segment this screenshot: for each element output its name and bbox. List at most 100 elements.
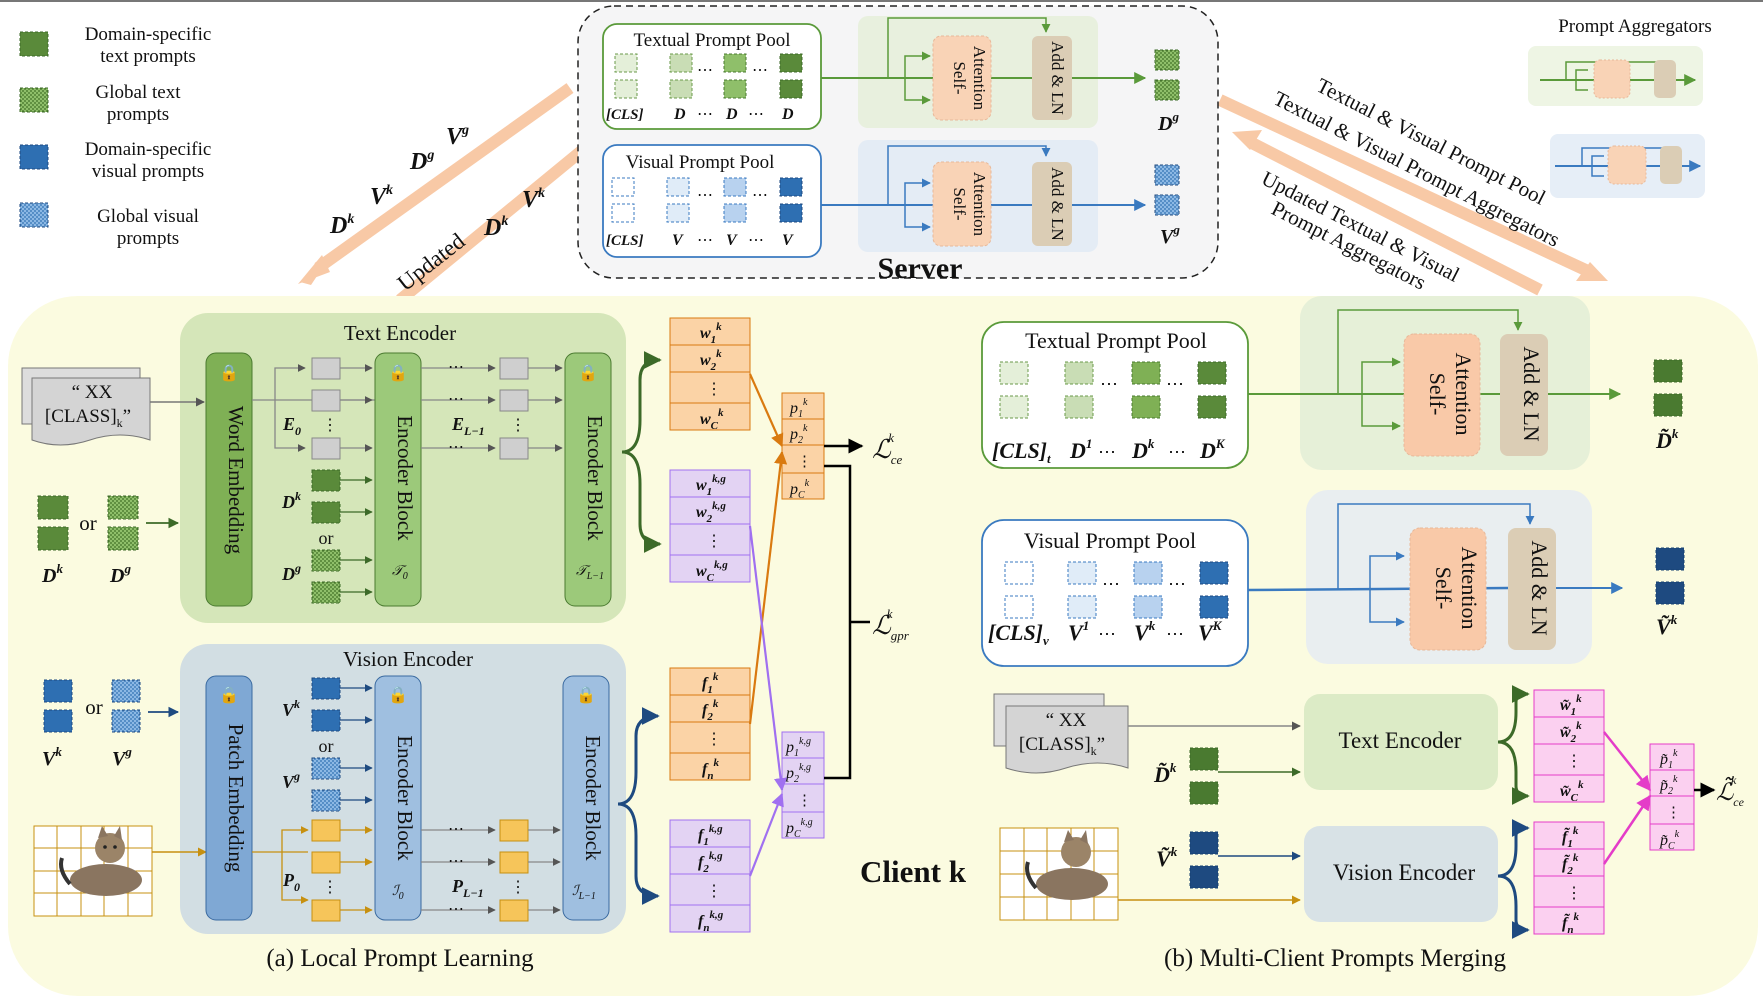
svg-text:⋯: ⋯: [448, 359, 464, 376]
svg-text:Visual Prompt Pool: Visual Prompt Pool: [1024, 528, 1196, 553]
server-panel: Textual Prompt Pool ⋯ ⋯ [CLS] D ⋯ D ⋯ D …: [577, 5, 1219, 285]
server-visual-add-ln: [1032, 162, 1072, 246]
svg-text:Encoder Block: Encoder Block: [393, 735, 417, 861]
legend-swatch-domain-visual: [19, 144, 49, 170]
legend-label: prompts: [107, 104, 169, 125]
svg-text:Attention: Attention: [1457, 546, 1482, 629]
svg-text:Patch Embedding: Patch Embedding: [224, 724, 248, 873]
svg-text:Attention: Attention: [1451, 352, 1476, 435]
svg-text:⋯: ⋯: [448, 821, 464, 838]
svg-text:p̃Ck: p̃Ck: [1659, 829, 1680, 852]
panel-b-caption: (b) Multi-Client Prompts Merging: [1164, 945, 1506, 972]
text-encoder-block-last: [564, 352, 612, 607]
svg-text:Self-: Self-: [950, 187, 969, 220]
svg-text:⋮: ⋮: [322, 879, 338, 896]
svg-text:Self-: Self-: [1425, 373, 1450, 416]
loss-ce: ℒcek: [872, 430, 903, 467]
svg-text:or: or: [319, 528, 334, 548]
svg-text:🔒: 🔒: [219, 364, 239, 382]
svg-text:⋯: ⋯: [697, 62, 713, 79]
server-global-visual-prompt: [1154, 194, 1180, 216]
client-visual-add-ln: [1508, 528, 1556, 650]
svg-text:🔒: 🔒: [388, 364, 408, 382]
svg-text:⋮: ⋮: [706, 533, 722, 550]
client-b-text-encoder: [1304, 694, 1498, 790]
loss-gpr: ℒgprk: [872, 606, 910, 643]
svg-text:⋯: ⋯: [1098, 442, 1116, 462]
svg-text:Attention: Attention: [970, 46, 989, 111]
svg-text:⋯: ⋯: [448, 901, 464, 918]
svg-text:⋮: ⋮: [706, 381, 722, 398]
svg-text:“ XX: “ XX: [1046, 710, 1087, 731]
image-features-global: f1k,g f2k,g ⋮ fnk,g: [669, 819, 751, 934]
svg-text:⋮: ⋮: [510, 417, 526, 434]
legend-label: Global text: [96, 82, 182, 103]
svg-text:⋮: ⋮: [706, 731, 722, 748]
svg-text:Encoder Block: Encoder Block: [581, 735, 605, 861]
svg-text:⋯: ⋯: [1166, 374, 1184, 394]
client-b-image-features: f̃1k f̃2k ⋮ f̃nk: [1533, 821, 1605, 936]
client-visual-self-attention: [1409, 527, 1487, 651]
svg-text:or: or: [79, 511, 97, 535]
svg-text:⋯: ⋯: [752, 62, 768, 79]
vision-encoder-block-0: [374, 675, 422, 921]
legend-label: Domain-specific: [85, 24, 212, 45]
svg-text:⋯: ⋯: [1168, 442, 1186, 462]
svg-text:⋯: ⋯: [1098, 624, 1116, 644]
svg-text:Vision Encoder: Vision Encoder: [1333, 860, 1476, 885]
svg-text:⋮: ⋮: [510, 879, 526, 896]
svg-text:[CLS]: [CLS]: [606, 233, 644, 249]
svg-text:🔒: 🔒: [219, 686, 239, 704]
svg-text:V: V: [672, 232, 684, 249]
arrow-label-d: Dk: [329, 212, 354, 239]
svg-text:⋯: ⋯: [697, 187, 713, 204]
left-transfer-arrows: Dk Vk Dg Vg Updated Dk Vk: [298, 83, 602, 305]
svg-text:⋮: ⋮: [706, 883, 722, 900]
svg-text:D: D: [781, 106, 794, 123]
svg-text:Word Embedding: Word Embedding: [224, 406, 248, 555]
server-text-add-ln: [1032, 36, 1072, 120]
text-features-global: w1k,g w2k,g ⋮ wCk,g: [669, 469, 751, 584]
server-text-prompts: ⋯ ⋯ [CLS] D ⋯ D ⋯ D: [606, 53, 803, 123]
client-b-vision-encoder: [1304, 826, 1498, 922]
client-visual-pool: [981, 519, 1249, 667]
server-visual-pool-label: Visual Prompt Pool: [626, 152, 775, 173]
legend-swatch-global-text: [19, 87, 49, 113]
legend-swatch-global-visual: [19, 202, 49, 228]
arrow-label-v: Vk: [370, 183, 393, 210]
arrow-label-updated: Updated: [393, 228, 470, 296]
svg-text:🔒: 🔒: [578, 364, 598, 382]
svg-text:Text Encoder: Text Encoder: [1339, 728, 1462, 753]
text-encoder-block-0: [374, 352, 422, 607]
pool-download-arrow: [1217, 94, 1593, 278]
svg-text:V: V: [782, 232, 794, 249]
svg-text:⋮: ⋮: [1566, 753, 1582, 770]
svg-text:⋮: ⋮: [797, 454, 812, 470]
server-vg-label: Vg: [1160, 222, 1180, 248]
svg-text:🔒: 🔒: [576, 686, 596, 704]
svg-text:[CLS]: [CLS]: [606, 107, 644, 123]
patch-embedding-block: [205, 675, 253, 921]
svg-text:⋮: ⋮: [1666, 805, 1681, 821]
client-b-class-token: [1005, 705, 1129, 774]
svg-text:pCk: pCk: [789, 478, 810, 501]
svg-text:D: D: [673, 106, 686, 123]
image-features-local: f1k f2k ⋮ fnk: [669, 667, 751, 782]
text-encoder-label: Text Encoder: [344, 321, 456, 345]
svg-text:Add & LN: Add & LN: [1048, 41, 1067, 115]
svg-text:or: or: [85, 695, 103, 719]
aggregators-label: Prompt Aggregators: [1558, 16, 1712, 37]
input-image: [33, 825, 153, 917]
svg-text:D: D: [725, 106, 738, 123]
upload-arrow: [396, 143, 589, 305]
server-visual-self-attention: [932, 161, 992, 247]
svg-text:Add & LN: Add & LN: [1527, 540, 1552, 635]
server-visual-pool: [602, 144, 822, 258]
svg-text:⋯: ⋯: [448, 853, 464, 870]
svg-text:🔒: 🔒: [388, 686, 408, 704]
panel-local-prompt-learning: Text Encoder “ XX [CLASS]k” or Dk Dg 🔒 W…: [21, 313, 967, 972]
cat-icon: [1036, 868, 1108, 900]
server-textual-pool: [602, 23, 822, 130]
svg-text:Textual Prompt Pool: Textual Prompt Pool: [1025, 328, 1207, 353]
